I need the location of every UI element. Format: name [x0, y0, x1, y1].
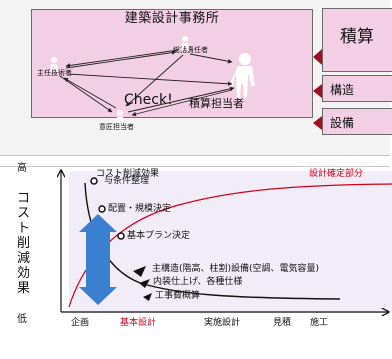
double-arrow-icon	[79, 214, 117, 305]
step-arrows	[133, 266, 152, 301]
check-arrows	[59, 49, 235, 117]
person-icon-design-lead	[116, 110, 124, 123]
step-arrow-6	[143, 293, 152, 301]
person-icon-cost-estimator	[229, 53, 255, 98]
side-box-connectors	[313, 49, 322, 130]
organization-diagram	[50, 36, 322, 130]
office-title: 建築設計事務所	[124, 11, 220, 26]
organization-panel: 建築設計事務所 総括責任者 主任技術者 意匠担当者 Check! 積算担当者	[0, 0, 392, 156]
cost-reduction-diagram: 高 低 コスト削減効果 コスト削減効果 設計確定部分 与条件整理 配置・規模決定…	[0, 163, 392, 359]
cost-estimator-label: 積算担当者	[189, 97, 244, 110]
step-label-1: 与条件整理	[104, 176, 150, 186]
chief-engineer-label: 主任技術者	[37, 69, 72, 77]
equipment-box: 設備	[322, 108, 392, 135]
plot-area	[69, 171, 392, 313]
x-label-planning: 企画	[71, 318, 90, 328]
step-arrow-4	[133, 266, 146, 277]
estimate-label: 積算	[340, 27, 374, 47]
cost-reduction-graphic	[0, 167, 392, 359]
structure-label: 構造	[330, 83, 355, 97]
step-marker-2	[98, 205, 106, 213]
step-label-3: 基本プラン決定	[127, 231, 191, 241]
person-icon-director	[181, 36, 189, 51]
design-lead-label: 意匠担当者	[99, 123, 134, 131]
step-markers	[90, 177, 125, 240]
x-label-estimate: 見積	[273, 318, 292, 328]
red-curve-label: 設計確定部分	[309, 169, 364, 179]
structure-box: 構造	[322, 75, 392, 102]
step-label-2: 配置・規模決定	[108, 204, 172, 214]
check-label: Check!	[124, 92, 173, 108]
design-office-box: 建築設計事務所	[31, 9, 313, 118]
person-icon-chief-engineer	[50, 57, 58, 71]
step-arrow-5	[139, 279, 150, 288]
step-label-4: 主構造(階高、柱割)設備(空調、電気容量)	[152, 264, 320, 274]
step-label-5: 内装仕上げ、各種仕様	[153, 277, 243, 287]
black-curve-label: コスト削減効果	[96, 169, 160, 179]
y-axis-title: コスト削減効果	[17, 191, 31, 296]
x-label-basic-design: 基本設計	[120, 318, 157, 328]
equipment-label: 設備	[330, 116, 355, 130]
step-label-6: 工事費概算	[155, 291, 201, 301]
estimate-box: 積算	[322, 8, 392, 72]
x-label-detailed-design: 実施設計	[204, 318, 241, 328]
step-marker-1	[90, 177, 98, 185]
step-marker-3	[117, 232, 125, 240]
x-label-construction: 施工	[310, 318, 329, 328]
y-low-label: 低	[17, 314, 27, 325]
y-high-label: 高	[17, 163, 27, 174]
director-label: 総括責任者	[173, 46, 208, 54]
